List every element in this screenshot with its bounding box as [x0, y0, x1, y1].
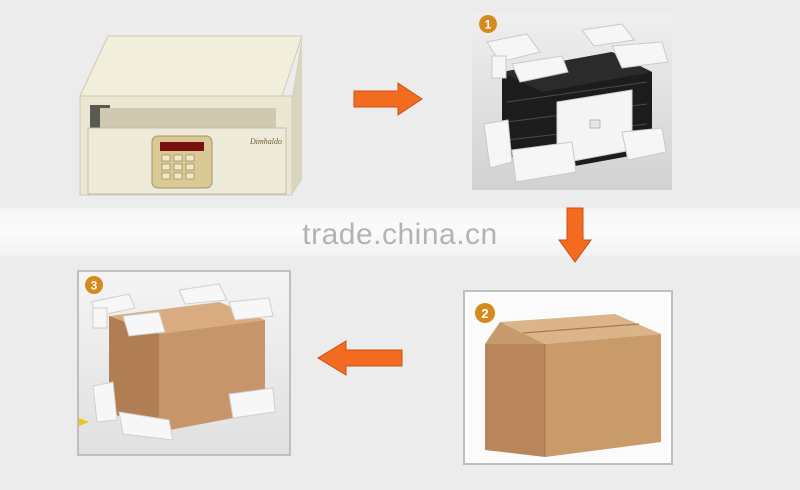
step-3-badge: 3 — [91, 279, 98, 293]
step-1-photo: 1 — [472, 12, 672, 190]
step-1-badge: 1 — [485, 18, 492, 32]
watermark-band — [0, 208, 800, 256]
watermark-text: trade.china.cn — [302, 218, 498, 251]
step-2-photo: 2 — [463, 290, 673, 465]
safe-product-photo: Dimhaldo — [70, 30, 310, 200]
arrow-left-icon — [316, 340, 404, 376]
step-2-badge: 2 — [481, 306, 488, 321]
brand-plate-logo: Dimhaldo — [249, 137, 282, 146]
step-3-photo: 3 — [77, 270, 291, 456]
arrow-down-icon — [558, 206, 592, 264]
svg-text:Dimhaldo: Dimhaldo — [249, 137, 282, 146]
arrow-right-icon — [352, 82, 424, 116]
lcd-display — [160, 142, 204, 151]
keypad — [161, 154, 195, 180]
